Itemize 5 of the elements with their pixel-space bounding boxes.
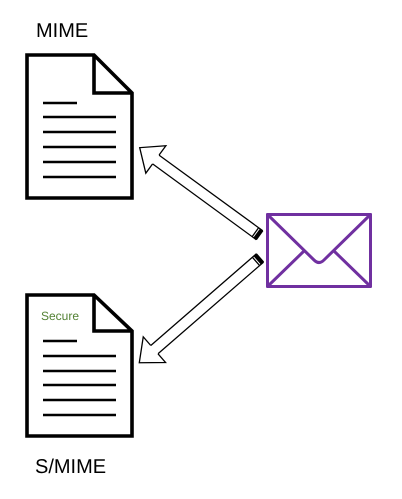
block-arrow — [139, 145, 264, 240]
document-caption: S/MIME — [35, 456, 106, 479]
block-arrow — [138, 253, 264, 364]
document-title: MIME — [36, 20, 88, 43]
document-tag: Secure — [41, 309, 80, 323]
